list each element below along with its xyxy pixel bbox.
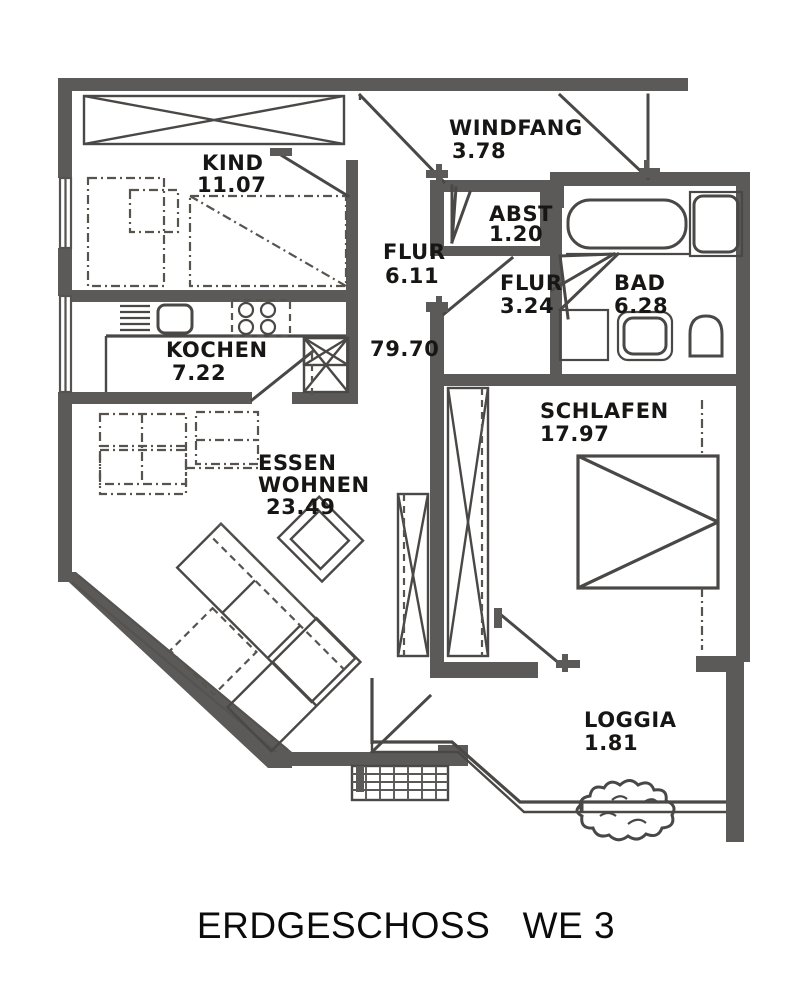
schlafen-contents — [446, 386, 720, 672]
label-schlafen-name: SCHLAFEN — [540, 399, 669, 423]
label-windfang-name: WINDFANG — [449, 116, 583, 140]
armchair-icon — [276, 495, 365, 584]
label-schlafen-area: 17.97 — [540, 422, 609, 446]
interior-walls — [72, 160, 744, 678]
label-flur2-area: 3.24 — [500, 294, 554, 318]
label-kochen-name: KOCHEN — [166, 338, 268, 362]
desk-icon — [86, 176, 180, 288]
label-essen-name: ESSEN — [258, 451, 337, 475]
label-flur2-name: FLUR — [500, 271, 563, 295]
kitchen-sink-icon — [120, 303, 194, 335]
door-mat-grate-icon — [350, 764, 450, 802]
sofa-corner-return-icon — [225, 616, 363, 753]
bad-fixtures — [558, 190, 744, 362]
stove-icon — [230, 298, 292, 338]
label-flur1-name: FLUR — [383, 240, 446, 264]
label-essen-name2: WOHNEN — [258, 473, 370, 497]
flur-schlafen-door — [426, 255, 515, 317]
label-loggia-name: LOGGIA — [584, 708, 677, 732]
label-kind-name: KIND — [202, 151, 264, 175]
label-bad-name: BAD — [614, 271, 666, 295]
label-loggia-area: 1.81 — [584, 731, 638, 755]
wardrobe-schlafen-icon — [446, 386, 490, 658]
bed-double-icon — [576, 400, 720, 650]
shower-icon — [688, 190, 744, 258]
label-abst-area: 1.20 — [489, 222, 543, 246]
exterior-walls — [58, 78, 750, 842]
page-title: ERDGESCHOSS WE 3 — [196, 905, 616, 946]
wardrobe-wohnen-icon — [396, 492, 430, 658]
kind-room-contents — [82, 94, 351, 288]
label-bad-area: 6.28 — [614, 294, 668, 318]
room-labels: KIND 11.07 WINDFANG 3.78 ABST 1.20 FLUR … — [166, 116, 677, 755]
kochen-contents — [104, 298, 350, 403]
loggia-railing — [372, 740, 726, 814]
kitchen-counter-icon — [104, 334, 346, 392]
label-kochen-area: 7.22 — [172, 361, 226, 385]
planter-icon — [575, 779, 676, 842]
sofa-corner-icon — [175, 522, 358, 704]
dining-set-icon — [98, 410, 260, 496]
window-left-upper — [58, 176, 73, 250]
schlafen-door — [549, 251, 617, 293]
bed-single-icon — [188, 194, 348, 288]
label-essen-area: 23.49 — [266, 495, 335, 519]
window-left-lower — [58, 294, 73, 394]
flur-door-jambs — [426, 164, 448, 182]
loggia-contents — [370, 678, 726, 842]
windfang-doors — [357, 92, 660, 185]
label-flur1-area: 6.11 — [385, 264, 439, 288]
bidet-icon — [688, 314, 724, 358]
washbasin-icon — [558, 308, 610, 362]
toilet-icon — [616, 310, 674, 362]
label-windfang-area: 3.78 — [452, 139, 506, 163]
wardrobe-kind-icon — [82, 94, 346, 146]
kitchen-tall-unit-icon — [302, 336, 350, 394]
bathtub-icon — [566, 198, 690, 256]
abst-door — [450, 184, 472, 244]
label-abst-name: ABST — [489, 202, 553, 226]
label-kind-area: 11.07 — [197, 173, 266, 197]
label-total-area: 79.70 — [370, 337, 439, 361]
